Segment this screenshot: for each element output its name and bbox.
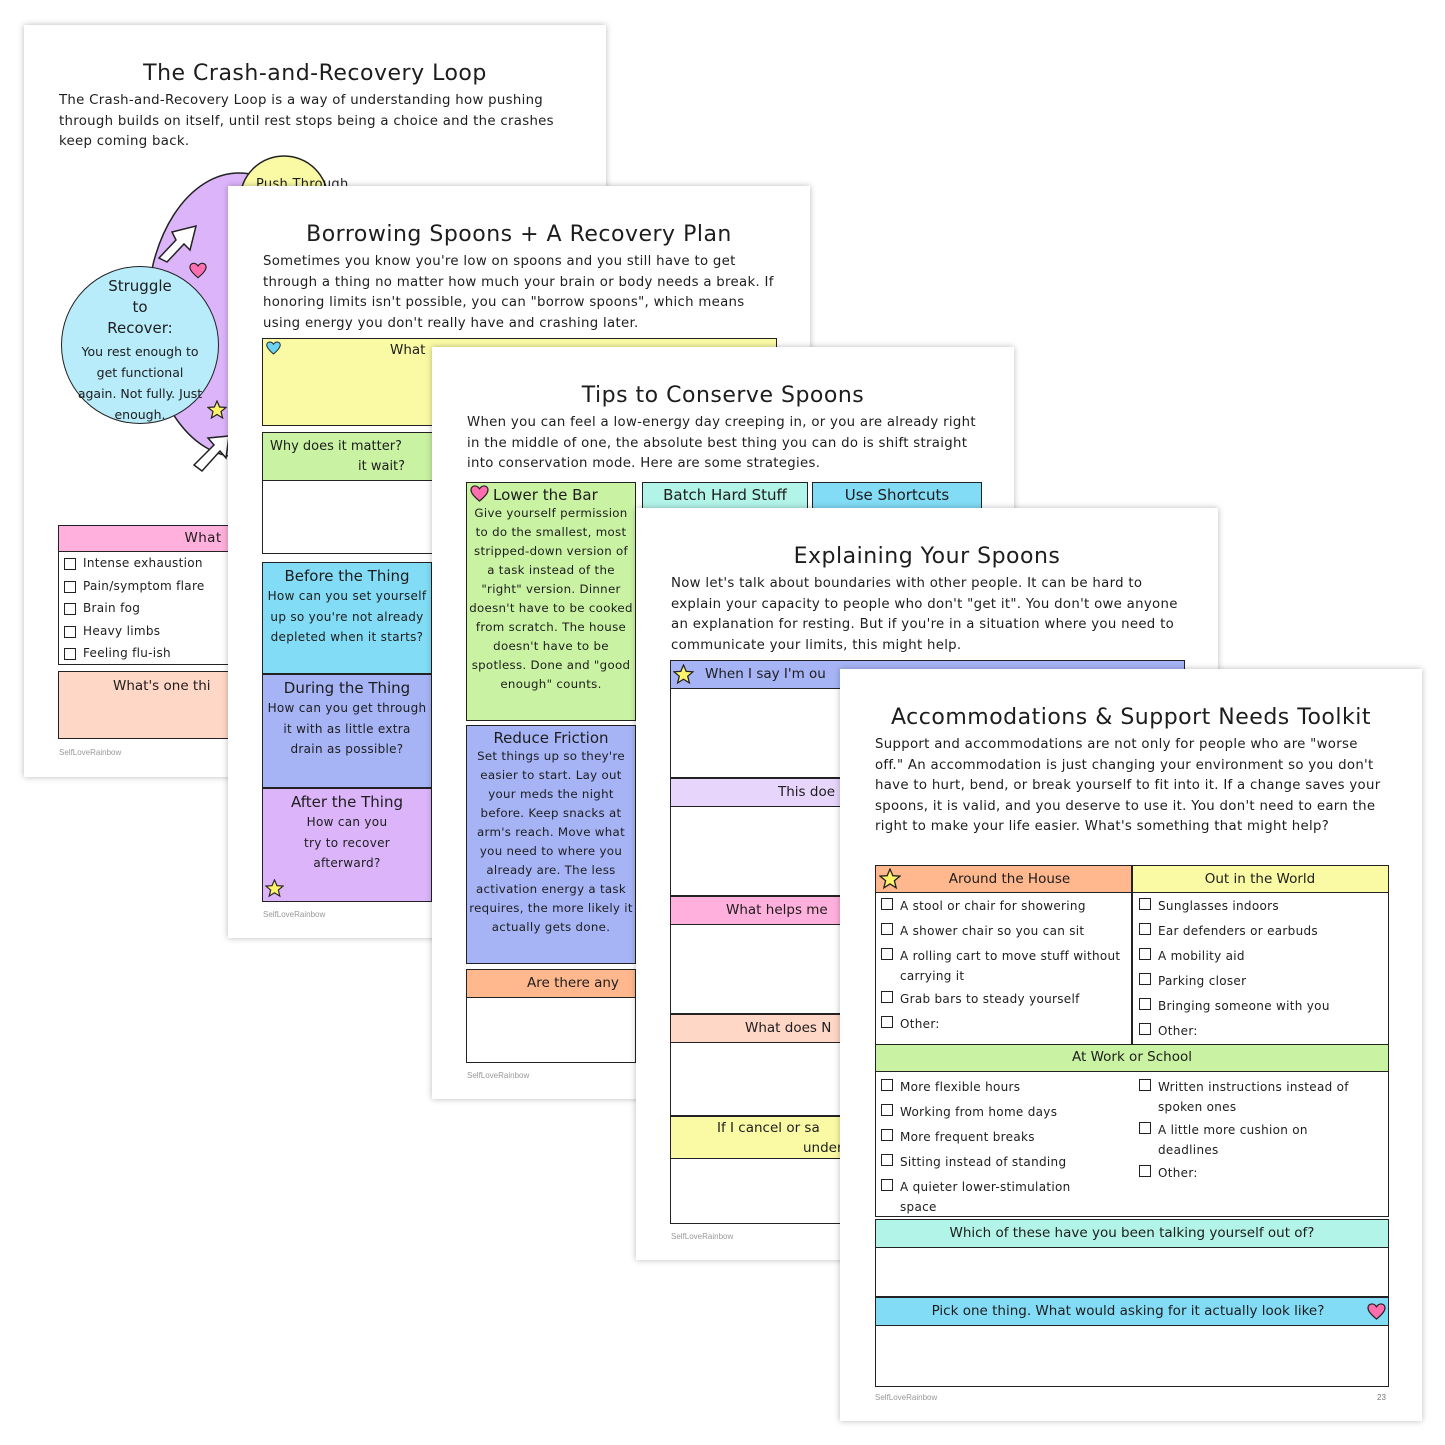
accommodation-checkbox[interactable]: Other: — [1134, 1163, 1388, 1183]
struggle-to-recover-bubble: Struggle to Recover: You rest enough to … — [61, 266, 219, 424]
house-list: A stool or chair for showering A shower … — [876, 896, 1131, 1034]
accommodation-checkbox[interactable]: A little more cushion on deadlines — [1134, 1120, 1388, 1160]
accommodation-checkbox[interactable]: A quieter lower-stimulation space — [876, 1177, 1131, 1216]
symptom-checkbox[interactable]: Heavy limbs — [59, 624, 287, 647]
after-text: How can you try to recover afterward? — [303, 815, 391, 870]
page-title: Borrowing Spoons + A Recovery Plan — [306, 222, 732, 247]
accommodation-checkbox[interactable]: Parking closer — [1134, 971, 1388, 991]
page-intro: Now let's talk about boundaries with oth… — [671, 576, 1178, 653]
during-title: During the Thing — [283, 679, 411, 697]
question-box-2: Pick one thing. What would asking for it… — [875, 1297, 1389, 1387]
struggle-text: You rest enough to get functional again.… — [77, 344, 203, 422]
explain-header-5-line-1: If I cancel or sa — [717, 1120, 820, 1136]
question-header-2: Pick one thing. What would asking for it… — [876, 1298, 1388, 1326]
before-text: How can you set yourself up so you're no… — [267, 589, 427, 644]
friction-text: Set things up so they're easier to start… — [469, 749, 633, 934]
lower-bar-box: Lower the Bar Give yourself permission t… — [466, 482, 636, 721]
star-icon — [207, 400, 227, 420]
page-intro: Sometimes you know you're low on spoons … — [263, 254, 774, 331]
why-line-2: it wait? — [358, 459, 406, 474]
question-box-1: Which of these have you been talking you… — [875, 1219, 1389, 1297]
symptom-checkbox[interactable]: Pain/symptom flare — [59, 579, 287, 602]
heart-icon — [266, 341, 281, 355]
batch-title: Batch Hard Stuff — [663, 486, 787, 504]
accommodation-checkbox[interactable]: A stool or chair for showering — [876, 896, 1131, 916]
brand-footer: SelfLoveRainbow — [59, 748, 122, 757]
brand-footer: SelfLoveRainbow — [875, 1393, 938, 1402]
accommodation-checkbox[interactable]: More frequent breaks — [876, 1127, 1131, 1147]
heart-icon — [189, 262, 207, 279]
page-title: Accommodations & Support Needs Toolkit — [891, 705, 1371, 730]
lower-bar-text: Give yourself permission to do the small… — [469, 506, 633, 691]
work-header: At Work or School — [876, 1044, 1388, 1072]
symptom-checkbox[interactable]: Brain fog — [59, 601, 287, 624]
page-intro: The Crash-and-Recovery Loop is a way of … — [59, 93, 554, 150]
during-box: During the Thing How can you get through… — [262, 674, 432, 788]
world-list: Sunglasses indoors Ear defenders or earb… — [1134, 896, 1388, 1041]
star-icon — [673, 664, 694, 685]
page-title: Tips to Conserve Spoons — [581, 383, 865, 408]
house-header: Around the House — [876, 866, 1131, 893]
accommodation-checkbox[interactable]: Other: — [876, 1014, 1131, 1034]
symptom-checkbox[interactable]: Intense exhaustion — [59, 556, 287, 579]
brand-footer: SelfLoveRainbow — [671, 1232, 734, 1241]
star-icon — [879, 868, 901, 890]
accommodation-checkbox[interactable]: More flexible hours — [876, 1077, 1131, 1097]
symptom-list: Intense exhaustion Pain/symptom flare Br… — [59, 552, 287, 664]
explain-header-5-line-2: under — [803, 1140, 843, 1156]
reduce-friction-box: Reduce Friction Set things up so they're… — [466, 725, 636, 964]
lower-bar-title: Lower the Bar — [493, 486, 598, 504]
before-title: Before the Thing — [284, 567, 410, 585]
brand-footer: SelfLoveRainbow — [263, 910, 326, 919]
accommodation-checkbox[interactable]: Written instructions instead of spoken o… — [1134, 1077, 1388, 1117]
question-header-1: Which of these have you been talking you… — [876, 1220, 1388, 1248]
prompt-text: What's one thi — [113, 678, 211, 694]
page-intro: When you can feel a low-energy day creep… — [467, 415, 976, 472]
accommodation-checkbox[interactable]: Working from home days — [876, 1102, 1131, 1122]
question-header: Are there any — [467, 970, 635, 998]
toolkit-grid: Around the House Out in the World A stoo… — [875, 865, 1389, 1217]
star-icon — [265, 879, 284, 898]
accommodation-checkbox[interactable]: A rolling cart to move stuff without car… — [876, 946, 1131, 986]
struggle-title: Struggle to Recover: — [107, 277, 173, 337]
question-box: Are there any — [466, 969, 636, 1063]
accommodation-checkbox[interactable]: Other: — [1134, 1021, 1388, 1041]
symptom-checkbox[interactable]: Feeling flu-ish — [59, 646, 287, 664]
accommodation-checkbox[interactable]: A shower chair so you can sit — [876, 921, 1131, 941]
what-header: What — [390, 342, 426, 358]
work-left-list: More flexible hours Working from home da… — [876, 1077, 1131, 1216]
after-title: After the Thing — [290, 793, 404, 811]
brand-footer: SelfLoveRainbow — [467, 1071, 530, 1080]
heart-icon — [470, 485, 489, 502]
page-intro: Support and accommodations are not only … — [875, 737, 1381, 835]
page-title: Explaining Your Spoons — [793, 544, 1061, 569]
during-text: How can you get through it with as littl… — [267, 701, 427, 756]
work-right-list: Written instructions instead of spoken o… — [1134, 1077, 1388, 1183]
before-box: Before the Thing How can you set yoursel… — [262, 562, 432, 674]
page-title: The Crash-and-Recovery Loop — [143, 61, 487, 86]
world-header: Out in the World — [1132, 866, 1388, 893]
accommodation-checkbox[interactable]: Bringing someone with you — [1134, 996, 1388, 1016]
page-number: 23 — [1377, 1393, 1386, 1402]
accommodation-checkbox[interactable]: Sunglasses indoors — [1134, 896, 1388, 916]
accommodation-checkbox[interactable]: A mobility aid — [1134, 946, 1388, 966]
heart-icon — [1367, 1303, 1386, 1320]
after-box: After the Thing How can you try to recov… — [262, 788, 432, 902]
accommodation-checkbox[interactable]: Grab bars to steady yourself — [876, 989, 1131, 1009]
accommodation-checkbox[interactable]: Ear defenders or earbuds — [1134, 921, 1388, 941]
accommodation-checkbox[interactable]: Sitting instead of standing — [876, 1152, 1131, 1172]
column-divider — [1131, 866, 1133, 1044]
why-line-1: Why does it matter? — [270, 439, 402, 454]
page-accommodations-toolkit: Accommodations & Support Needs Toolkit S… — [840, 669, 1422, 1421]
shortcuts-title: Use Shortcuts — [844, 486, 950, 504]
friction-title: Reduce Friction — [493, 729, 609, 747]
